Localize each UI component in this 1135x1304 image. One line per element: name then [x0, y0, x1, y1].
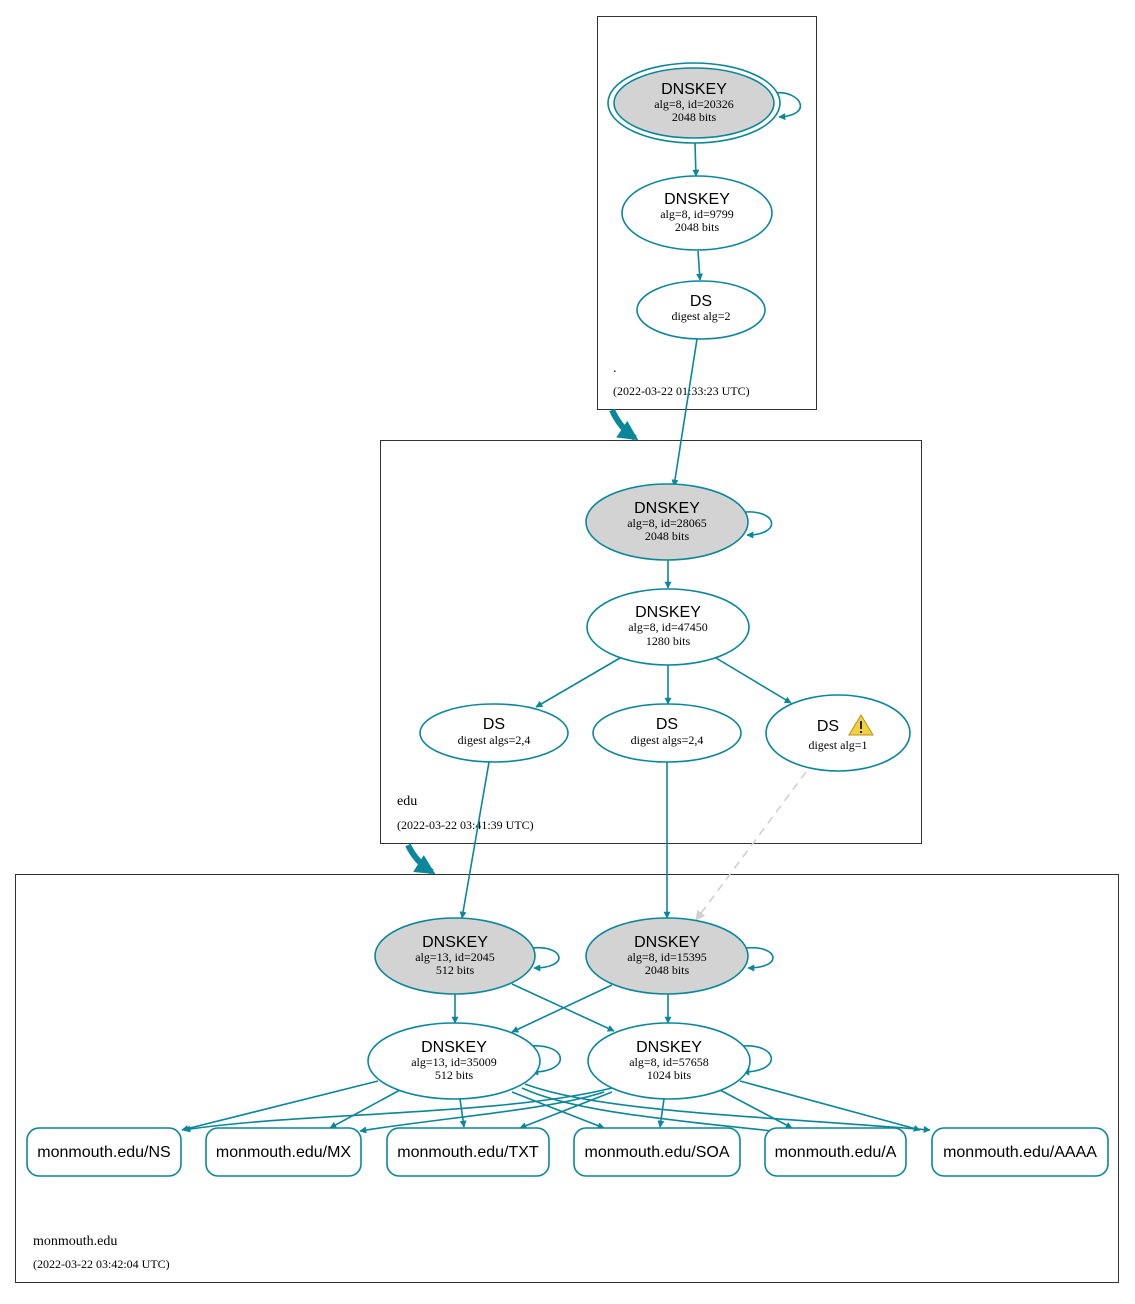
node-edu-zsk[interactable]: DNSKEY alg=8, id=47450 1280 bits	[586, 588, 750, 666]
zone-box-monmouth	[15, 874, 1119, 1283]
node-edu-ksk[interactable]: DNSKEY alg=8, id=28065 2048 bits	[585, 483, 749, 561]
node-edu-ds2-title: DS	[656, 716, 678, 733]
zone-timestamp-edu: (2022-03-22 03:41:39 UTC)	[397, 818, 534, 832]
node-mm-zsk8-line1: alg=8, id=57658	[629, 1055, 709, 1069]
node-edu-ksk-title: DNSKEY	[634, 500, 700, 517]
node-root-ksk-line2: 2048 bits	[672, 110, 717, 124]
rrset-ns[interactable]: monmouth.edu/NS	[26, 1127, 182, 1177]
node-mm-ksk8-line1: alg=8, id=15395	[627, 950, 707, 964]
edge-root-ksk-zsk	[692, 142, 700, 177]
node-mm-ksk13-line2: 512 bits	[436, 963, 475, 977]
edge-zsk8-ns	[183, 1087, 613, 1133]
edge-zsk8-soa	[657, 1098, 665, 1128]
zone-name-edu: edu	[397, 794, 417, 809]
edge-zsk13-txt	[459, 1098, 467, 1128]
node-edu-ksk-line2: 2048 bits	[645, 529, 690, 543]
edge-zsk8-aaaa	[739, 1080, 921, 1132]
self-sign-loop-edu-ksk	[744, 511, 773, 539]
node-edu-zsk-line1: alg=8, id=47450	[628, 620, 708, 634]
node-root-ds[interactable]: DS digest alg=2	[636, 280, 766, 340]
rrset-a-label: monmouth.edu/A	[775, 1144, 897, 1161]
rrset-aaaa[interactable]: monmouth.edu/AAAA	[931, 1127, 1109, 1177]
node-edu-ds1-title: DS	[483, 716, 505, 733]
node-edu-ds3[interactable]: DS digest alg=1	[765, 694, 911, 772]
edge-edu-ds1-mm-ksk13	[459, 761, 490, 919]
node-mm-ksk13-title: DNSKEY	[422, 934, 488, 951]
edge-edu-ds3-mm-ksk8-insecure	[695, 771, 807, 921]
rrset-soa-label: monmouth.edu/SOA	[585, 1144, 730, 1161]
rrset-txt-label: monmouth.edu/TXT	[397, 1144, 539, 1161]
rrset-txt[interactable]: monmouth.edu/TXT	[386, 1127, 550, 1177]
node-edu-zsk-title: DNSKEY	[635, 604, 701, 621]
edge-edu-zsk-ds3	[715, 657, 792, 704]
rrset-mx[interactable]: monmouth.edu/MX	[205, 1127, 362, 1177]
node-root-ksk-title: DNSKEY	[661, 81, 727, 98]
edge-zsk8-txt	[519, 1091, 613, 1129]
node-root-zsk[interactable]: DNSKEY alg=8, id=9799 2048 bits	[621, 175, 773, 251]
node-edu-ksk-line1: alg=8, id=28065	[627, 516, 707, 530]
zone-box-edu	[380, 440, 922, 844]
node-mm-ksk8-line2: 2048 bits	[645, 963, 690, 977]
node-mm-zsk8[interactable]: DNSKEY alg=8, id=57658 1024 bits	[587, 1022, 751, 1100]
rrset-ns-label: monmouth.edu/NS	[37, 1144, 170, 1161]
node-root-ksk-line1: alg=8, id=20326	[654, 97, 734, 111]
node-root-ds-title: DS	[690, 293, 712, 310]
node-mm-ksk8-title: DNSKEY	[634, 934, 700, 951]
node-edu-ds1[interactable]: DS digest algs=2,4	[419, 703, 569, 763]
node-root-ksk[interactable]: DNSKEY alg=8, id=20326 2048 bits	[607, 62, 781, 144]
rrset-mx-label: monmouth.edu/MX	[216, 1144, 352, 1161]
edge-zsk13-ns	[181, 1080, 379, 1132]
node-root-zsk-line1: alg=8, id=9799	[660, 207, 734, 221]
delegation-arrow-edu-monmouth	[405, 843, 436, 875]
self-sign-loop-mm-ksk8	[745, 947, 774, 972]
node-mm-ksk13[interactable]: DNSKEY alg=13, id=2045 512 bits	[374, 917, 536, 995]
self-sign-loop-root-ksk	[774, 92, 802, 121]
edge-mm-ksk8-zsk13	[511, 984, 613, 1033]
warning-icon	[848, 714, 874, 736]
delegation-arrow-root-edu	[609, 408, 639, 441]
node-mm-zsk13-line1: alg=13, id=35009	[411, 1055, 497, 1069]
rrset-aaaa-label: monmouth.edu/AAAA	[943, 1144, 1097, 1161]
node-mm-zsk13-title: DNSKEY	[421, 1039, 487, 1056]
node-root-ds-line1: digest alg=2	[671, 309, 730, 323]
node-mm-ksk8[interactable]: DNSKEY alg=8, id=15395 2048 bits	[585, 917, 749, 995]
node-edu-ds2-line1: digest algs=2,4	[631, 733, 704, 747]
zone-timestamp-root: (2022-03-22 01:33:23 UTC)	[613, 384, 750, 398]
node-root-zsk-line2: 2048 bits	[675, 220, 720, 234]
zone-name-monmouth: monmouth.edu	[33, 1234, 117, 1249]
self-sign-loop-mm-zsk8	[740, 1045, 773, 1076]
node-edu-zsk-line2: 1280 bits	[646, 634, 691, 648]
edge-root-ds-edu-ksk	[671, 338, 698, 487]
edge-zsk13-aaaa	[524, 1083, 931, 1133]
node-edu-ds3-line1: digest alg=1	[808, 738, 867, 752]
self-sign-loop-mm-zsk13	[529, 1045, 562, 1076]
node-edu-ds1-line1: digest algs=2,4	[458, 733, 531, 747]
edge-zsk13-soa	[511, 1091, 605, 1129]
zone-box-root	[597, 16, 817, 410]
node-mm-zsk13-line2: 512 bits	[435, 1068, 474, 1082]
self-sign-loop-mm-ksk13	[531, 947, 560, 972]
edge-root-zsk-ds	[696, 250, 704, 281]
node-mm-zsk8-line2: 1024 bits	[647, 1068, 692, 1082]
node-root-zsk-title: DNSKEY	[664, 191, 730, 208]
node-edu-ds2[interactable]: DS digest algs=2,4	[592, 703, 742, 763]
node-mm-zsk13[interactable]: DNSKEY alg=13, id=35009 512 bits	[367, 1022, 541, 1100]
rrset-a[interactable]: monmouth.edu/A	[764, 1127, 907, 1177]
zone-timestamp-monmouth: (2022-03-22 03:42:04 UTC)	[33, 1257, 170, 1271]
node-mm-zsk8-title: DNSKEY	[636, 1039, 702, 1056]
zone-name-root: .	[613, 361, 617, 376]
edge-edu-zsk-ds1	[535, 657, 621, 708]
node-mm-ksk13-line1: alg=13, id=2045	[415, 950, 495, 964]
edge-zsk13-a	[521, 1087, 783, 1135]
node-edu-ds3-title: DS	[817, 718, 839, 735]
edge-zsk8-mx	[359, 1091, 605, 1134]
rrset-soa[interactable]: monmouth.edu/SOA	[573, 1127, 741, 1177]
edge-zsk13-mx	[329, 1089, 401, 1129]
edge-zsk8-a	[719, 1089, 793, 1129]
